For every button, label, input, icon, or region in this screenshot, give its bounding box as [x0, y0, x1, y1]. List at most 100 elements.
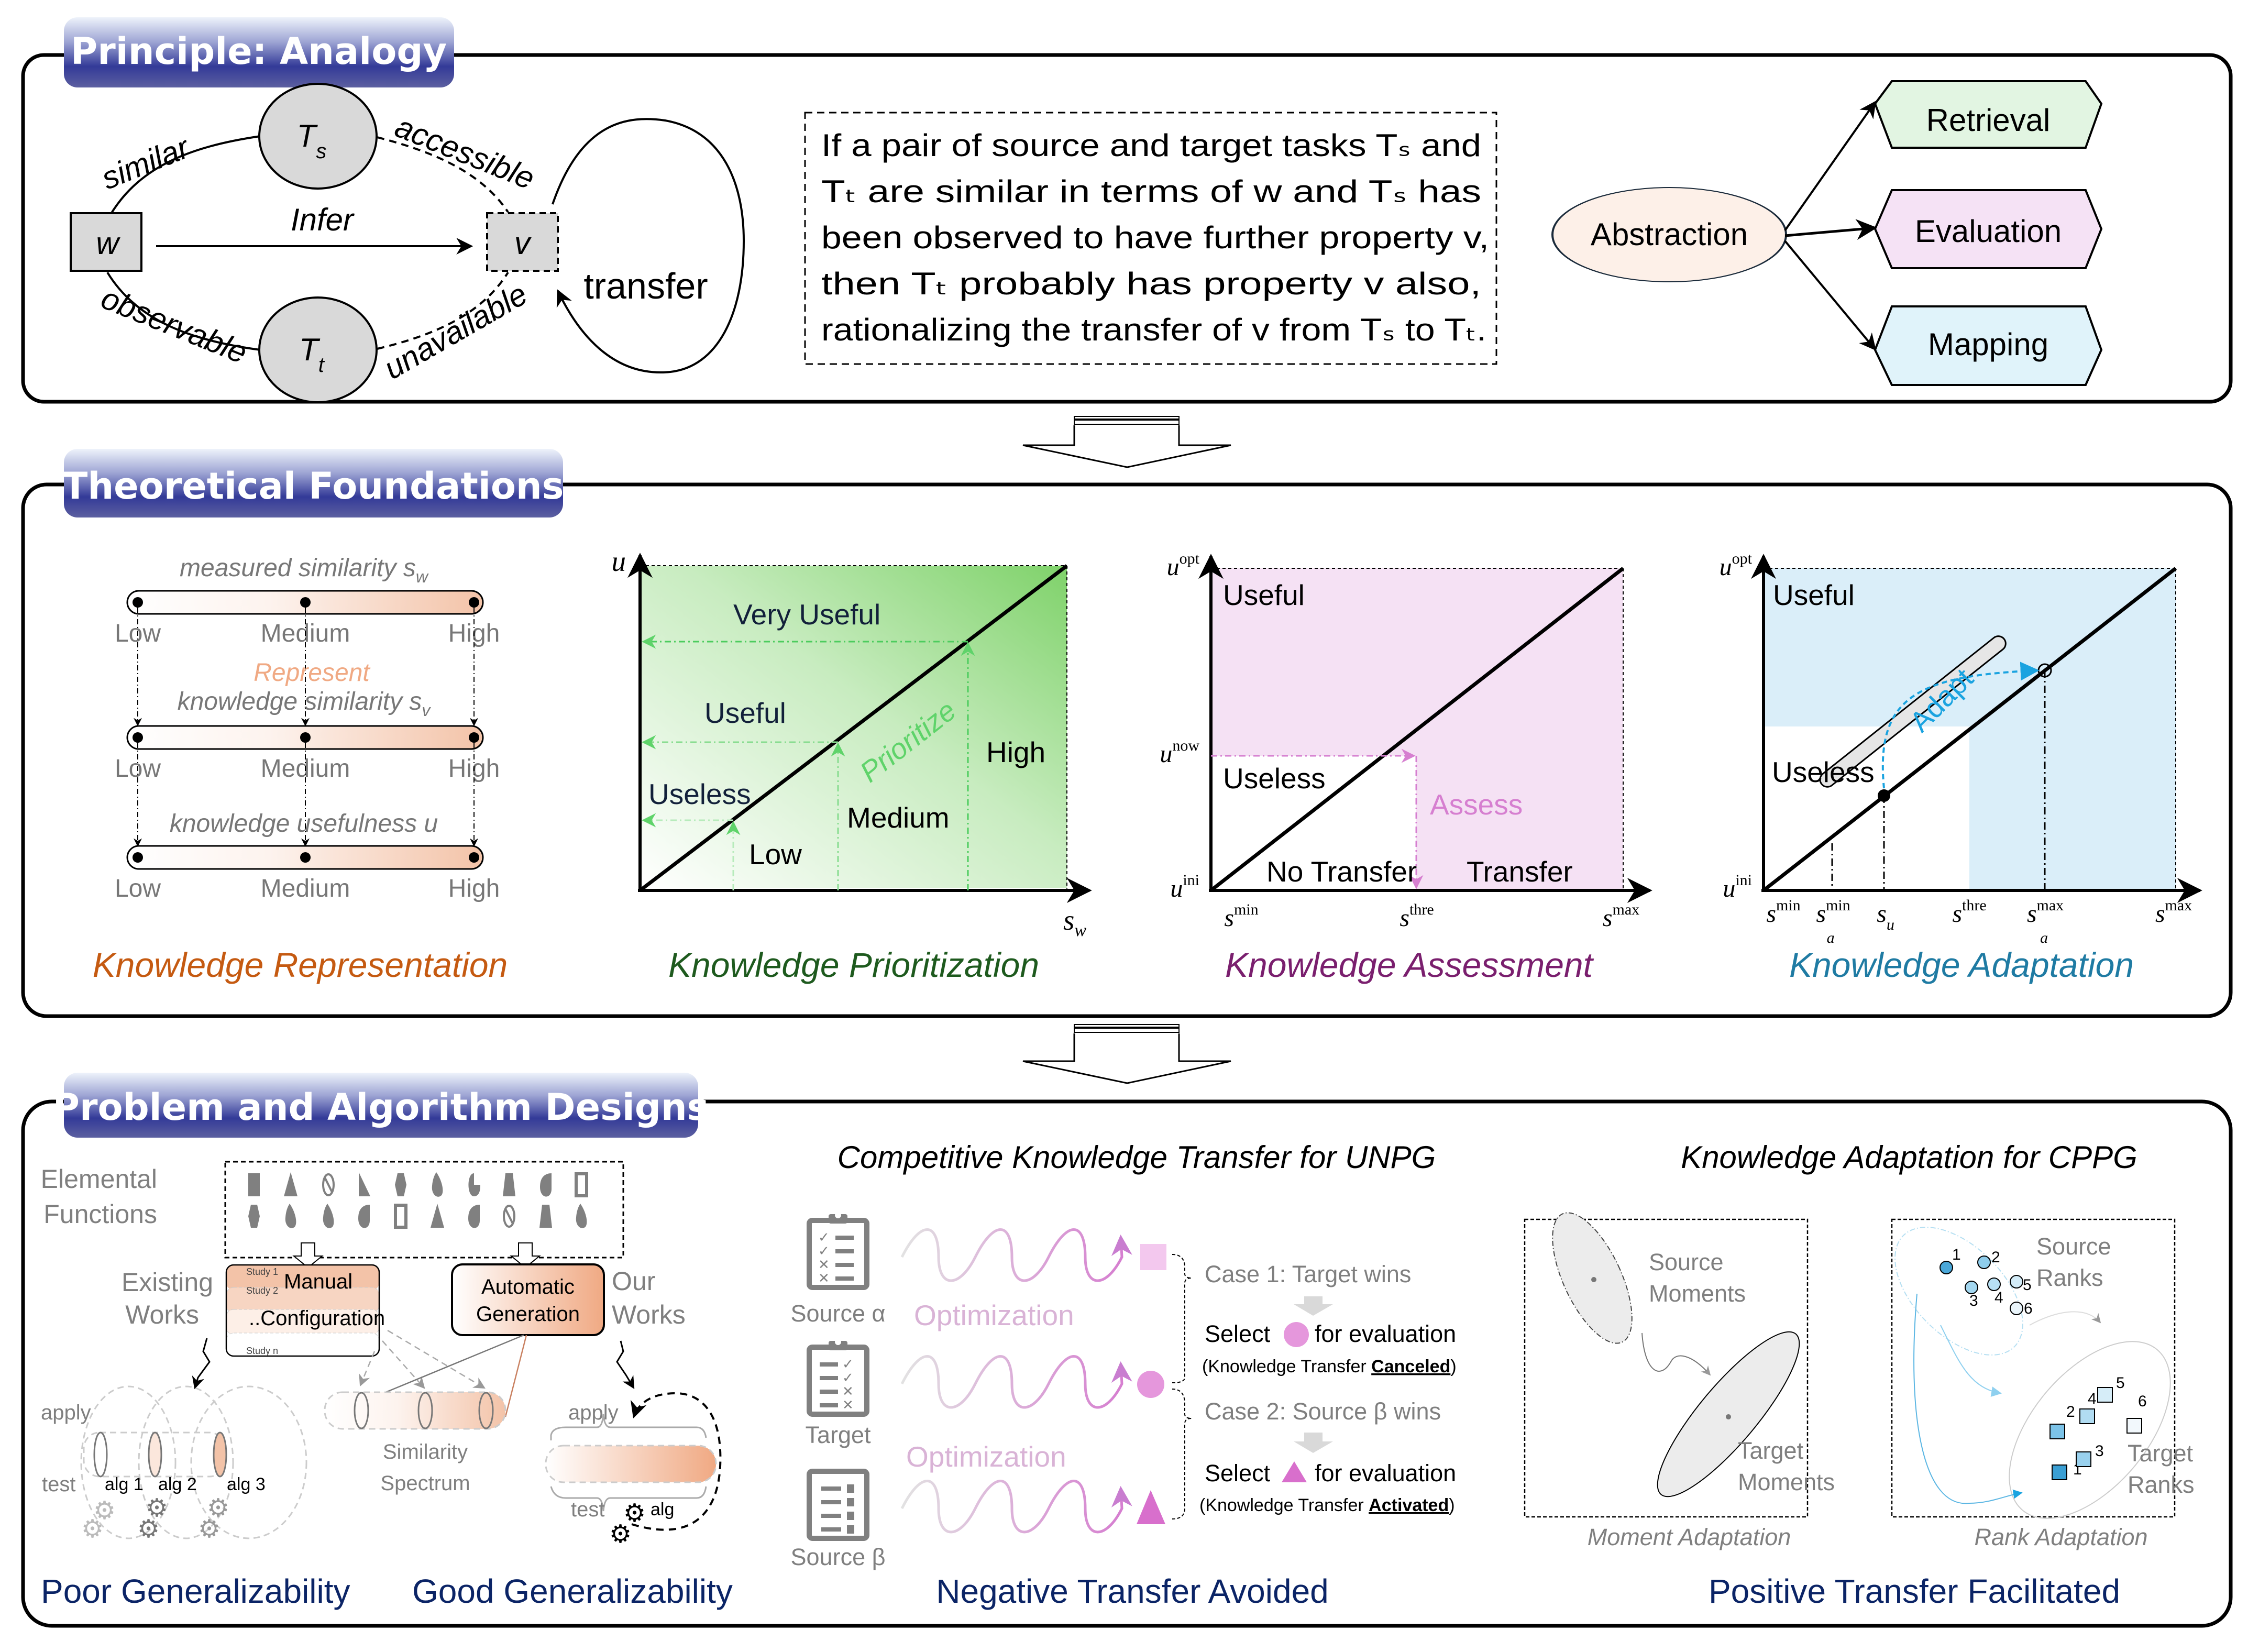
target-ranks-label: Target	[2128, 1440, 2194, 1467]
scale-level-label: High	[448, 875, 500, 902]
axis-tick-label: sthre	[1952, 897, 1986, 928]
axis-tick-label: smax	[2155, 897, 2192, 928]
existing-label: Existing	[122, 1268, 213, 1297]
list-line	[820, 1376, 838, 1380]
our-label: Our	[612, 1266, 655, 1296]
check-icon: ✓	[842, 1370, 854, 1385]
link-line	[504, 1335, 527, 1417]
optimization-wave	[900, 1355, 1132, 1409]
generalizability-panel: Elemental Functions Existing Works Study…	[41, 1161, 733, 1610]
statement-line: then Tₜ probably has property v also,	[821, 266, 1481, 301]
level-low: Low	[749, 838, 802, 871]
rank-number: 3	[2095, 1442, 2104, 1460]
assess-label: Assess	[1430, 788, 1523, 821]
node-tt-label: Tt	[299, 332, 325, 377]
level-high: High	[986, 736, 1045, 768]
target-circle-marker	[1137, 1371, 1164, 1398]
list-line	[835, 1249, 854, 1253]
rank-number: 2	[2066, 1403, 2075, 1420]
cppg-title: Knowledge Adaptation for CPPG	[1681, 1140, 2137, 1175]
target-rank-point	[2076, 1451, 2091, 1467]
scale-title: knowledge usefulness u	[170, 810, 438, 838]
scale-point	[133, 597, 143, 608]
representation-caption: Knowledge Representation	[93, 945, 508, 984]
list-line	[835, 1276, 854, 1281]
function-glyph-icon	[322, 1173, 335, 1196]
rank-number: 6	[2138, 1393, 2147, 1410]
node-tt	[258, 296, 378, 403]
list-line	[820, 1390, 838, 1394]
section-frame	[21, 1099, 2233, 1628]
target-rank-point	[2052, 1464, 2067, 1480]
functions-label: Functions	[43, 1199, 157, 1229]
check-icon: ✓	[818, 1229, 830, 1245]
source-rank-point	[2010, 1302, 2023, 1315]
bracket-case2	[1172, 1389, 1192, 1519]
axis-tick-label: sthre	[1400, 901, 1434, 932]
function-glyph-icon	[431, 1204, 444, 1228]
gear-icon: ⚙	[93, 1497, 116, 1525]
automatic-generation-box	[451, 1263, 605, 1336]
function-glyph-icon	[504, 1208, 514, 1224]
section-frame	[21, 53, 2233, 404]
region-useful: Useful	[1773, 579, 1855, 611]
automatic-label: Automatic	[481, 1275, 575, 1298]
cross-icon: ✕	[842, 1397, 854, 1413]
node-ts-label: Ts	[297, 118, 327, 163]
target-rank-point	[2079, 1408, 2095, 1424]
axis-tick-label: smax	[1603, 901, 1639, 932]
gear-icon: ⚙	[198, 1515, 221, 1543]
scale-level-label: Low	[115, 875, 161, 902]
clipboard-clip	[835, 1212, 841, 1218]
manual-configuration-stack: Study 1 Study 2 Study n Manual ..Configu…	[225, 1264, 385, 1357]
region-useless: Useless	[648, 778, 751, 810]
similarity-label: Similarity	[383, 1440, 468, 1463]
edge-observable-label: observable	[96, 280, 252, 370]
rank-number: 2	[1991, 1249, 2000, 1266]
for-evaluation-label: for evaluation	[1315, 1460, 1456, 1486]
assessment-caption: Knowledge Assessment	[1225, 945, 1594, 984]
optimization-wave	[900, 1228, 1132, 1282]
case1-label: Case 1: Target wins	[1205, 1261, 1411, 1287]
function-glyph-icon	[503, 1173, 515, 1196]
axis-tick-label: uopt	[1167, 550, 1200, 581]
source-ranks-label: Ranks	[2036, 1264, 2103, 1291]
triangle-marker-icon	[1282, 1461, 1307, 1482]
transfer-note: (Knowledge Transfer Activated)	[1199, 1495, 1455, 1515]
source-rank-point	[2010, 1275, 2023, 1288]
function-glyph-icon	[394, 1204, 407, 1229]
select-label: Select	[1205, 1460, 1271, 1486]
scale-point	[469, 732, 479, 743]
region-very-useful: Very Useful	[733, 598, 880, 631]
moment-adaptation-caption: Moment Adaptation	[1588, 1524, 1791, 1550]
task-label: Source α	[790, 1300, 885, 1327]
clipboard-clip	[829, 1341, 847, 1350]
target-rank-point	[2126, 1418, 2142, 1434]
cross-icon: ✕	[818, 1270, 830, 1286]
list-line	[835, 1263, 854, 1267]
link-line	[387, 1329, 486, 1389]
node-ts	[258, 83, 378, 190]
edge-similar	[106, 135, 261, 221]
gear-icon: ⚙	[81, 1515, 104, 1543]
scale-point	[300, 597, 311, 608]
evaluation-label: Evaluation	[1915, 214, 2062, 249]
edge-similar-label: similar	[96, 129, 195, 196]
check-icon: ✓	[818, 1243, 830, 1259]
alg-label: alg 1	[105, 1474, 144, 1494]
select-label: Select	[1205, 1320, 1271, 1347]
scale-point	[300, 732, 311, 743]
elemental-label: Elemental	[41, 1164, 157, 1194]
retrieval-label: Retrieval	[1926, 103, 2051, 138]
axis-tick-label: uini	[1170, 872, 1199, 902]
transfer-note: (Knowledge Transfer Canceled)	[1202, 1357, 1457, 1376]
apply-label: apply	[41, 1401, 91, 1424]
scale-point	[469, 597, 479, 608]
spectrum-label: Spectrum	[380, 1472, 470, 1495]
flow-arrow-1	[1022, 416, 1231, 468]
rank-number: 5	[2116, 1374, 2125, 1392]
cross-icon: ✕	[842, 1383, 854, 1399]
statement-line: rationalizing the transfer of v from Tₛ …	[821, 312, 1486, 347]
